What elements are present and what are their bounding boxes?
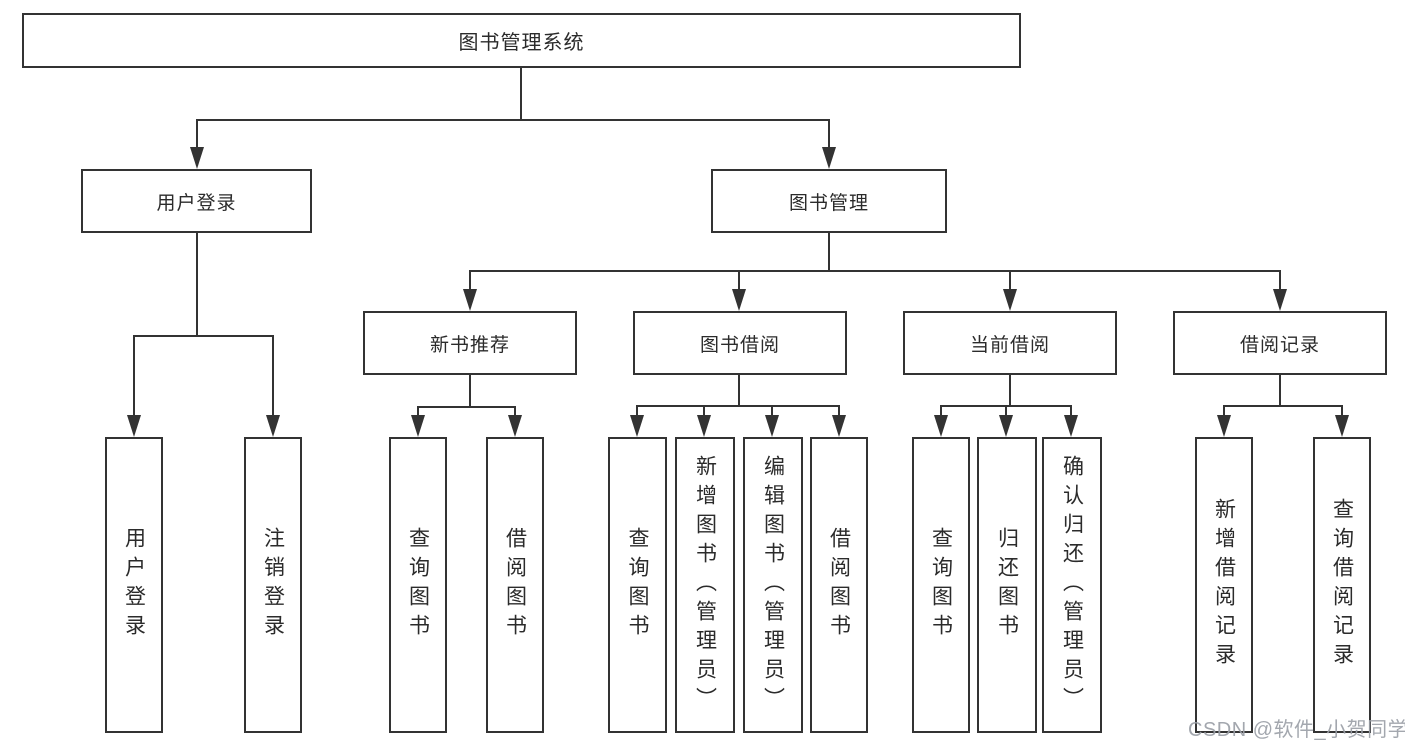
leaf-label: 借阅图书 <box>827 527 851 643</box>
arrow-down-icon <box>630 405 644 437</box>
arrow-down-icon <box>411 406 425 437</box>
arrow-down-icon <box>190 119 204 169</box>
arrow-down-icon <box>1217 405 1231 437</box>
connector-user-login-rail <box>133 335 274 337</box>
connector-book-management-stem <box>828 233 830 272</box>
node-borrowing-records: 借阅记录 <box>1173 311 1387 375</box>
arrow-down-icon <box>266 335 280 437</box>
node-new-book-recommendation: 新书推荐 <box>363 311 577 375</box>
leaf-add-books-admin: 新增图书（管理员） <box>675 437 735 733</box>
connector-records-stem <box>1279 375 1281 407</box>
leaf-label: 查询借阅记录 <box>1330 498 1354 672</box>
leaf-label: 注销登录 <box>261 527 285 643</box>
leaf-borrow-books: 借阅图书 <box>810 437 868 733</box>
leaf-label: 确认归还（管理员） <box>1060 454 1084 716</box>
leaf-label: 借阅图书 <box>503 527 527 643</box>
connector-user-login-stem <box>196 233 198 337</box>
leaf-label: 用户登录 <box>122 527 146 643</box>
connector-recommend-stem <box>469 375 471 408</box>
node-current-borrowing: 当前借阅 <box>903 311 1117 375</box>
node-library-management-system: 图书管理系统 <box>22 13 1021 68</box>
arrow-down-icon <box>732 270 746 311</box>
leaf-add-borrow-record: 新增借阅记录 <box>1195 437 1253 733</box>
leaf-label: 查询图书 <box>626 527 649 643</box>
connector-current-stem <box>1009 375 1011 407</box>
leaf-label: 查询图书 <box>406 527 430 643</box>
arrow-down-icon <box>1064 405 1078 437</box>
arrow-down-icon <box>127 335 141 437</box>
connector-book-management-rail <box>469 270 1281 272</box>
arrow-down-icon <box>463 270 477 311</box>
node-user-login: 用户登录 <box>81 169 312 233</box>
arrow-down-icon <box>1273 270 1287 311</box>
leaf-edit-books-admin: 编辑图书（管理员） <box>743 437 803 733</box>
leaf-logout: 注销登录 <box>244 437 302 733</box>
leaf-label: 新增借阅记录 <box>1212 498 1236 672</box>
leaf-confirm-return-admin: 确认归还（管理员） <box>1042 437 1102 733</box>
connector-root-stem <box>520 68 522 120</box>
leaf-label: 编辑图书（管理员） <box>761 454 785 716</box>
arrow-down-icon <box>1003 270 1017 311</box>
leaf-query-borrow-record: 查询借阅记录 <box>1313 437 1371 733</box>
leaf-borrow-books-recommend: 借阅图书 <box>486 437 544 733</box>
connector-root-rail <box>196 119 830 121</box>
connector-borrow-rail <box>636 405 840 407</box>
leaf-user-login: 用户登录 <box>105 437 163 733</box>
arrow-down-icon <box>508 406 522 437</box>
connector-borrow-stem <box>738 375 740 407</box>
leaf-label: 归还图书 <box>995 527 1019 643</box>
connector-records-rail <box>1223 405 1343 407</box>
connector-recommend-rail <box>417 406 516 408</box>
arrow-down-icon <box>697 405 711 437</box>
arrow-down-icon <box>832 405 846 437</box>
leaf-query-books-borrow: 查询图书 <box>608 437 667 733</box>
leaf-label: 新增图书（管理员） <box>693 454 717 716</box>
node-book-borrowing: 图书借阅 <box>633 311 847 375</box>
watermark: CSDN @软件_小贺同学 <box>1188 719 1405 741</box>
node-book-management: 图书管理 <box>711 169 947 233</box>
arrow-down-icon <box>765 405 779 437</box>
arrow-down-icon <box>822 119 836 169</box>
arrow-down-icon <box>999 405 1013 437</box>
leaf-query-books-recommend: 查询图书 <box>389 437 447 733</box>
leaf-query-books-current: 查询图书 <box>912 437 970 733</box>
arrow-down-icon <box>1335 405 1349 437</box>
leaf-return-books: 归还图书 <box>977 437 1037 733</box>
arrow-down-icon <box>934 405 948 437</box>
leaf-label: 查询图书 <box>929 527 953 643</box>
